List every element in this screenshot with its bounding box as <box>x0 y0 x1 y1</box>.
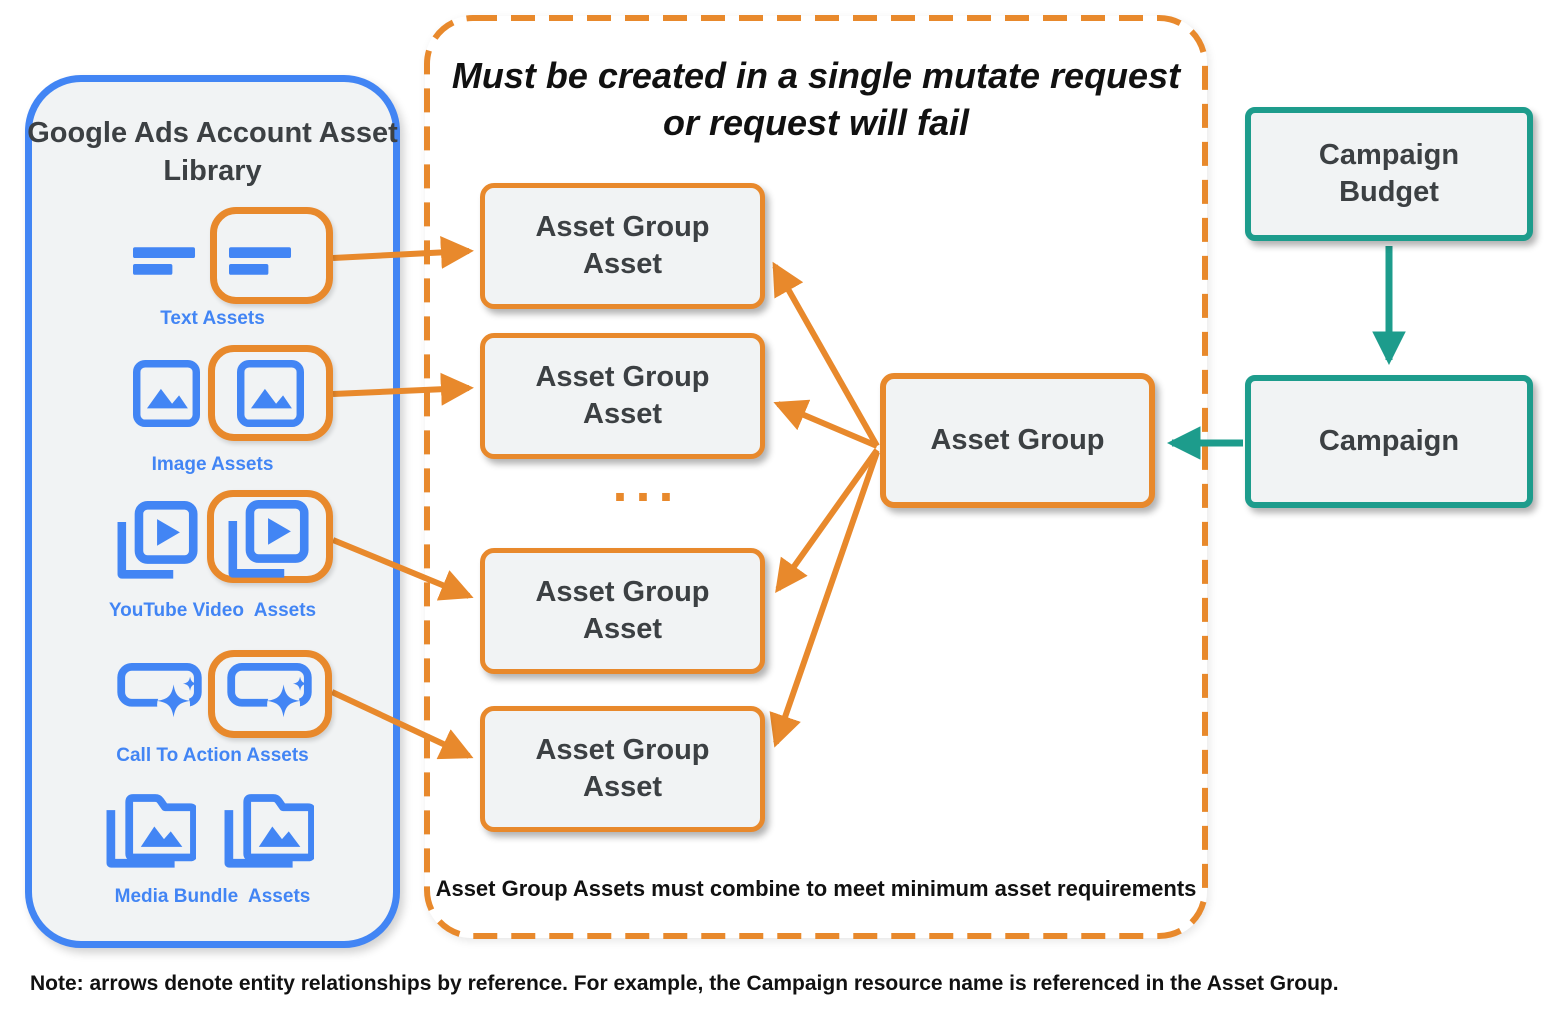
text-asset-icon <box>133 247 196 275</box>
youtube-video-asset-icon <box>114 501 202 581</box>
asset-group-asset-box-2: Asset Group Asset <box>480 333 765 459</box>
campaign-box: Campaign <box>1245 375 1533 508</box>
diagram-footnote: Note: arrows denote entity relationships… <box>30 972 1339 995</box>
media-bundle-asset-icon <box>103 785 196 870</box>
asset-library-title: Google Ads Account Asset Library <box>27 117 398 187</box>
arrow-text-asset-to-aga1 <box>332 235 474 269</box>
arrow-asset-group-to-aga2 <box>773 399 879 449</box>
campaign-budget-box: Campaign Budget <box>1245 107 1533 241</box>
orange-selection-box-cta <box>208 650 332 738</box>
call-to-action-asset-icon-selected <box>227 663 313 727</box>
arrow-asset-group-to-aga4 <box>769 451 880 748</box>
mutate-request-title-line1: Must be created in a single mutate reque… <box>451 55 1181 96</box>
asset-group-asset-box-3: Asset Group Asset <box>480 548 765 674</box>
image-asset-icon-selected <box>237 360 304 427</box>
media-bundle-assets-label: Media Bundle Assets <box>114 886 311 907</box>
arrow-video-asset-to-aga3 <box>331 537 474 601</box>
ellipsis: ... <box>612 453 682 513</box>
arrow-asset-group-to-aga3 <box>775 448 880 594</box>
asset-group-asset-box-1: Asset Group Asset <box>480 183 765 309</box>
image-assets-label: Image Assets <box>151 454 274 475</box>
asset-group-asset-box-4: Asset Group Asset <box>480 706 765 832</box>
call-to-action-asset-icon <box>117 663 203 727</box>
orange-selection-box-video <box>207 490 333 583</box>
arrow-asset-group-to-aga1 <box>772 261 880 448</box>
mutate-request-title-line2: or request will fail <box>662 102 970 143</box>
orange-selection-box-text <box>210 207 333 304</box>
youtube-video-assets-label: YouTube Video Assets <box>108 600 317 621</box>
image-asset-icon <box>133 360 200 427</box>
arrow-cta-asset-to-aga4 <box>330 689 474 760</box>
asset-group-box: Asset Group <box>880 373 1155 508</box>
minimum-requirements-note: Asset Group Assets must combine to meet … <box>435 876 1197 901</box>
youtube-video-asset-icon-selected <box>225 500 313 580</box>
media-bundle-asset-icon-2 <box>221 785 314 870</box>
arrow-image-asset-to-aga2 <box>332 372 474 406</box>
mutate-boundary-border <box>424 15 1208 939</box>
mutate-request-title: Must be created in a single mutate reque… <box>425 52 1207 146</box>
text-assets-label: Text Assets <box>160 308 265 329</box>
call-to-action-assets-label: Call To Action Assets <box>116 745 309 766</box>
orange-selection-box-image <box>208 345 333 441</box>
text-asset-icon-selected <box>229 247 292 275</box>
